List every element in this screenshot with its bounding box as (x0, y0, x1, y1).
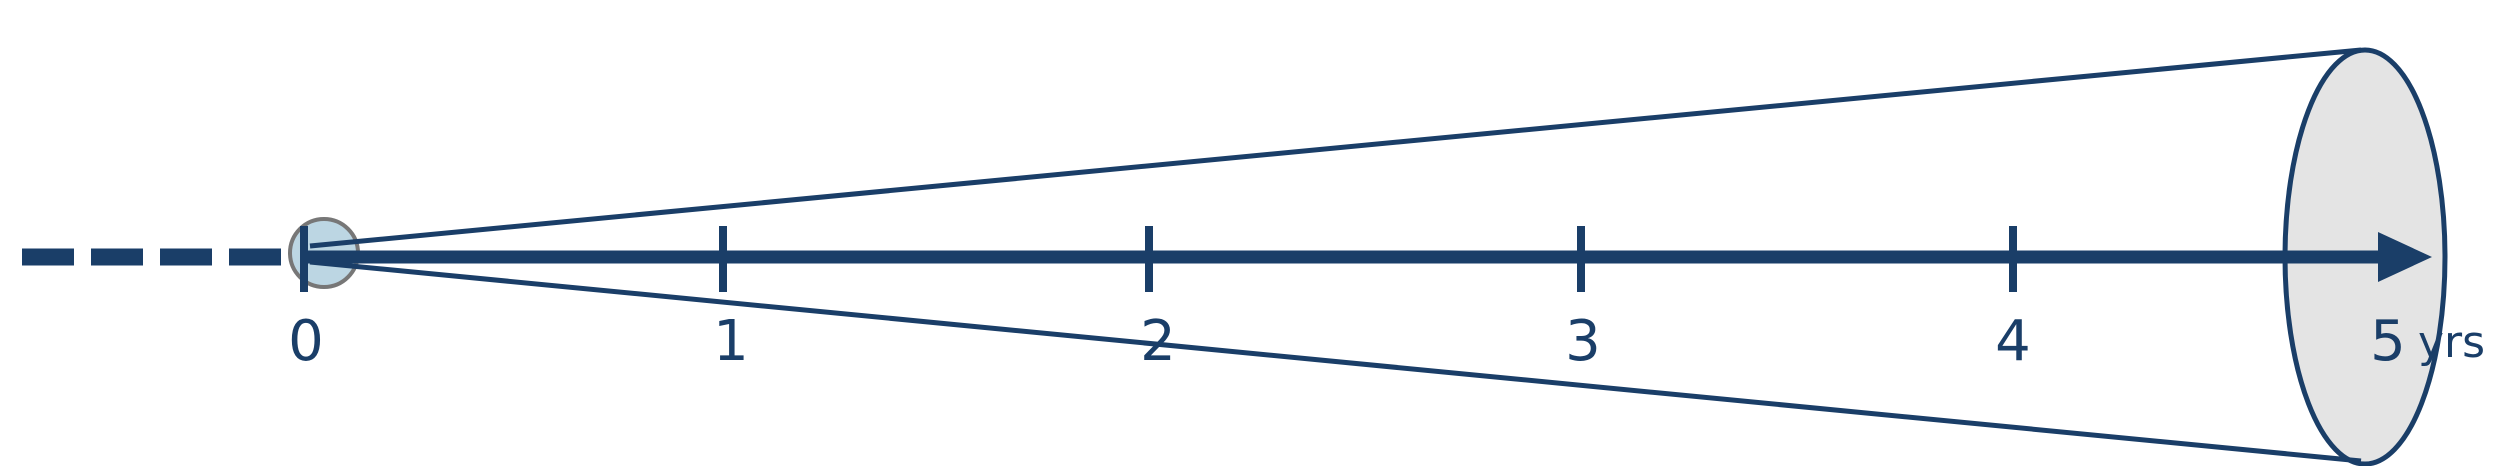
tick-marks (300, 226, 2017, 292)
tick-label-2: 2 (1140, 309, 1176, 374)
tick-label-5: 5 (2370, 309, 2406, 374)
tick-label-3: 3 (1565, 309, 1601, 374)
cone-upper-boundary (309, 47, 2362, 249)
cone-lower-boundary (309, 259, 2362, 464)
tick-label-4: 4 (1995, 309, 2031, 374)
tick-label-0: 0 (288, 309, 324, 374)
unit-label: yrs (2418, 317, 2485, 368)
timeline-arrowhead (2378, 232, 2432, 282)
tick-label-1: 1 (713, 309, 749, 374)
